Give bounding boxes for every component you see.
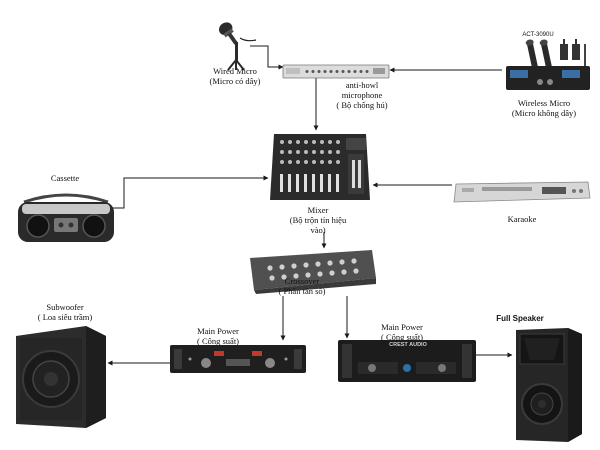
power-left-label: Main Power ( Công suất) [178, 326, 258, 346]
crossover-label-line1: Crossover [284, 276, 320, 286]
power-amplifier-icon [170, 345, 306, 373]
antihowl-label: anti-howl microphone ( Bộ chống hú) [322, 80, 402, 110]
power-amplifier-icon [338, 340, 476, 382]
wireless-label-line1: Wireless Micro [517, 98, 571, 108]
subwoofer-label-line2: ( Loa siêu trầm) [37, 312, 93, 322]
dvd-player-icon [453, 181, 591, 203]
crossover-icon [250, 250, 376, 294]
mixer-label-line2: (Bộ trộn tín hiệu [289, 215, 347, 225]
power-right-label-line2: ( Công suất) [380, 332, 424, 342]
wire-cassette-to-mixer [112, 175, 269, 209]
full-speaker-label-line1: Full Speaker [496, 314, 544, 323]
karaoke-label-line1: Karaoke [507, 214, 537, 224]
wired-mic-label: Wired Micro (Micro có dây) [195, 66, 275, 86]
wireless-label: Wireless Micro (Micro không dây) [500, 98, 588, 118]
mixer-icon [270, 134, 370, 200]
wire-wired-mic-to-antihowl [250, 45, 284, 70]
wired-mic-label-line2: (Micro có dây) [209, 76, 261, 86]
mixer-label-line3: vào) [310, 225, 326, 235]
cassette-player-icon [18, 193, 114, 242]
full-range-speaker-icon [516, 328, 582, 442]
wireless-model-badge-text: ACT-3090U [522, 32, 554, 38]
crossover-label: Crossover ( Phân tần số) [262, 276, 342, 296]
cassette-label-line1: Cassette [50, 173, 80, 183]
wireless-model-badge: ACT-3090U [508, 32, 568, 39]
antihowl-label-line3: ( Bộ chống hú) [336, 100, 388, 110]
cassette-label: Cassette [30, 173, 100, 183]
subwoofer-label-line1: Subwoofer [46, 302, 84, 312]
antihowl-label-line2: microphone [341, 90, 383, 100]
mixer-label: Mixer (Bộ trộn tín hiệu vào) [268, 205, 368, 235]
power-left-label-line1: Main Power [197, 326, 239, 336]
rack-unit-icon [282, 64, 390, 79]
wired-mic-label-line1: Wired Micro [213, 66, 257, 76]
power-right-label-line1: Main Power [381, 322, 423, 332]
power-left-label-line2: ( Công suất) [196, 336, 240, 346]
wireless-receiver-icon [506, 39, 590, 90]
power-right-label: Main Power ( Công suất) [362, 322, 442, 342]
wired-microphone-icon [219, 22, 257, 71]
subwoofer-icon [16, 326, 106, 428]
subwoofer-label: Subwoofer ( Loa siêu trầm) [20, 302, 110, 322]
crest-audio-logo-text: CREST AUDIO [389, 342, 427, 348]
wireless-label-line2: (Micro không dây) [511, 108, 577, 118]
karaoke-label: Karaoke [482, 214, 562, 224]
full-speaker-label: Full Speaker [488, 314, 552, 324]
crest-audio-logo: CREST AUDIO [378, 342, 438, 349]
crossover-label-line2: ( Phân tần số) [278, 286, 326, 296]
mixer-label-line1: Mixer [307, 205, 329, 215]
antihowl-label-line1: anti-howl [345, 80, 379, 90]
